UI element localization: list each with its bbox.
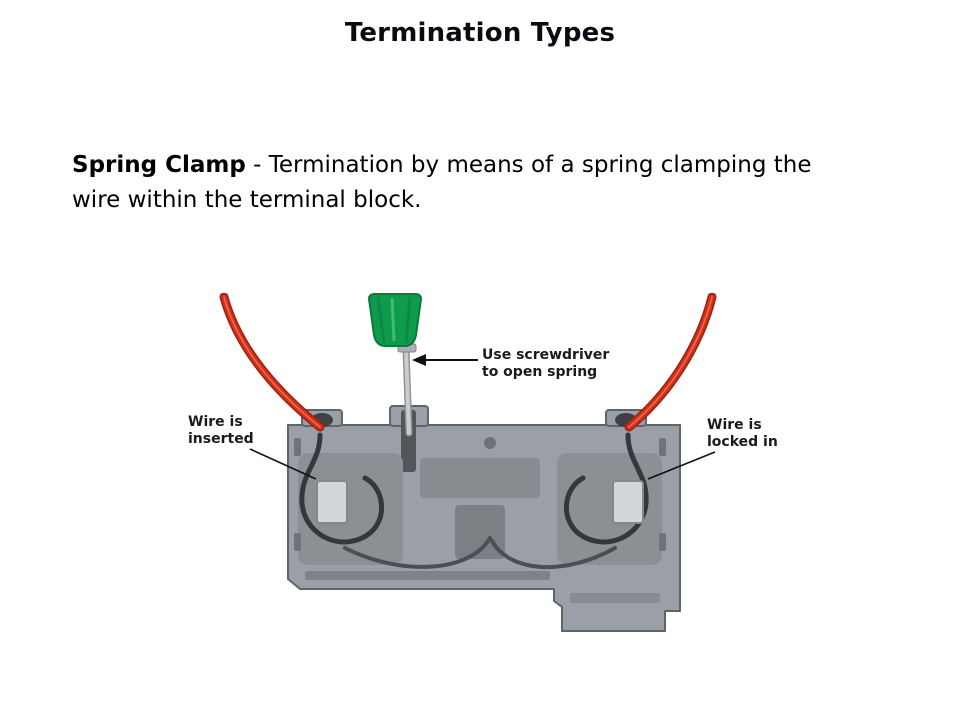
slide-title: Termination Types — [344, 18, 616, 48]
screwdriver-callout: Use screwdriver to open spring — [412, 347, 609, 380]
wire-locked-callout-line — [647, 451, 716, 480]
edge-slot-1 — [294, 438, 301, 456]
right-wire — [626, 294, 715, 430]
wire-inserted-label-line2: inserted — [188, 431, 254, 447]
edge-slot-4 — [659, 533, 666, 551]
edge-slot-2 — [294, 533, 301, 551]
screwdriver-callout-arrowhead — [412, 354, 426, 366]
screwdriver-slot — [401, 410, 416, 472]
screwdriver-label-line1: Use screwdriver — [482, 347, 609, 363]
wire-locked-label-line1: Wire is — [707, 417, 762, 433]
screwdriver-label-line2: to open spring — [482, 364, 597, 380]
screwdriver-shaft — [404, 347, 411, 435]
left-wire-highlight — [223, 296, 321, 428]
right-spring — [563, 432, 649, 545]
terminal-block-diagram: Use screwdriver to open spring Wire is i… — [188, 293, 778, 632]
left-spring — [299, 432, 385, 545]
foot-groove — [570, 593, 660, 603]
edge-slot-3 — [659, 438, 666, 456]
wire-inserted-callout-line — [249, 448, 317, 480]
screwdriver-handle-shade-left — [376, 296, 386, 344]
left-wire-outline — [219, 293, 325, 432]
left-chamber — [298, 453, 403, 565]
definition-text: - Termination by means of a spring clamp… — [72, 152, 812, 213]
bottom-groove — [305, 571, 550, 580]
wire-inserted-label-line1: Wire is — [188, 414, 243, 430]
screwdriver-handle-shade-right — [404, 296, 412, 344]
center-panel — [420, 458, 540, 498]
screwdriver-handle-highlight — [390, 297, 396, 342]
wire-locked-label-line2: locked in — [707, 434, 778, 450]
right-wire-outline — [624, 293, 717, 432]
definition-paragraph: Spring Clamp - Termination by means of a… — [72, 148, 862, 218]
definition-term: Spring Clamp — [72, 152, 246, 178]
right-clamp-plate — [612, 480, 644, 524]
spring-clamp-figure: Use screwdriver to open spring Wire is i… — [170, 293, 790, 645]
left-clamp-plate — [316, 480, 348, 524]
right-wire-highlight — [628, 296, 713, 428]
wire-inserted-callout: Wire is inserted — [188, 414, 317, 480]
wire-locked-callout: Wire is locked in — [647, 417, 778, 480]
right-spring-arm — [490, 539, 617, 570]
left-wire — [221, 294, 323, 430]
left-spring-arm — [343, 536, 492, 569]
center-hole — [484, 437, 496, 449]
